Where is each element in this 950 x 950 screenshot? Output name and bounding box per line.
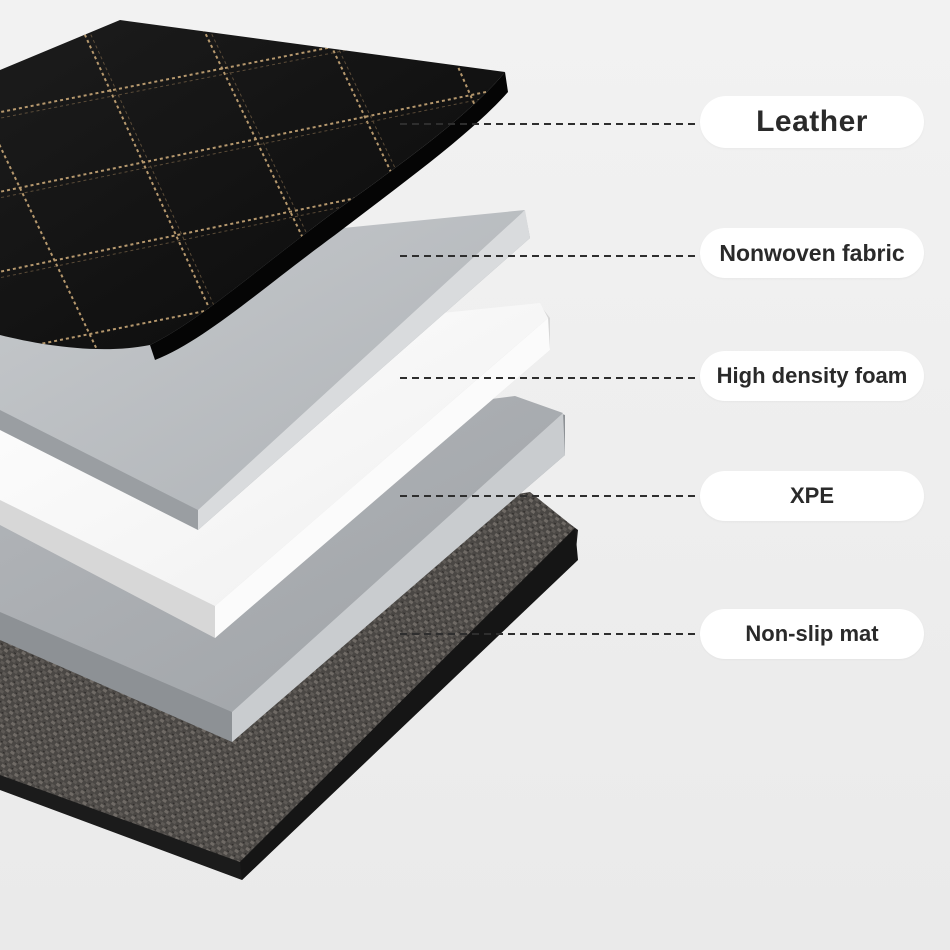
label-high-density-foam: High density foam bbox=[700, 351, 924, 401]
label-high-density-foam-text: High density foam bbox=[716, 363, 908, 388]
label-leather-text: Leather bbox=[756, 105, 868, 138]
label-non-slip-mat: Non-slip mat bbox=[700, 609, 924, 659]
leader-lines bbox=[400, 123, 700, 635]
label-non-slip-mat-text: Non-slip mat bbox=[745, 621, 879, 646]
label-leather: Leather bbox=[700, 96, 924, 148]
label-xpe-text: XPE bbox=[789, 483, 835, 508]
label-nonwoven-fabric-text: Nonwoven fabric bbox=[719, 239, 905, 266]
label-xpe: XPE bbox=[700, 471, 924, 521]
label-nonwoven-fabric: Nonwoven fabric bbox=[700, 228, 924, 278]
